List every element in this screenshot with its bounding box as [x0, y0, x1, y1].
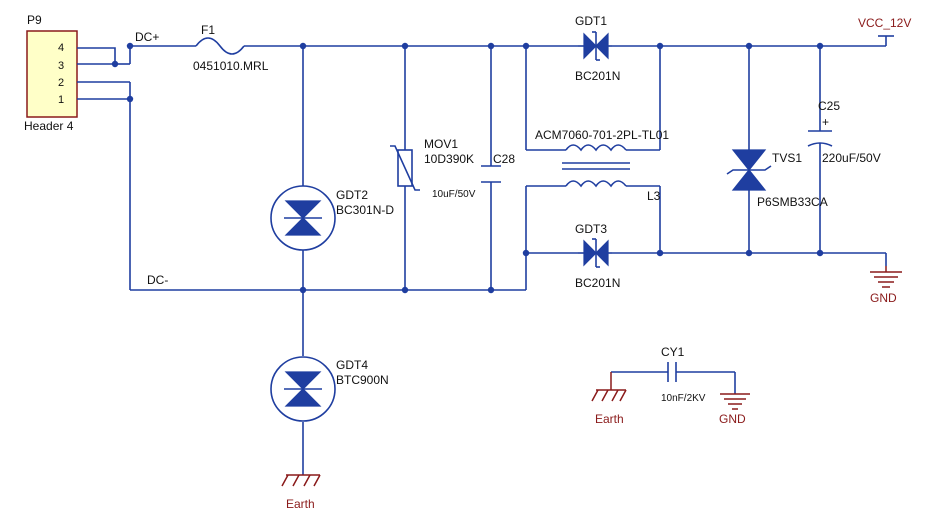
mov1-body [397, 149, 413, 187]
mov1-ref: MOV1 [424, 137, 458, 151]
tvs1-ref: TVS1 [772, 151, 802, 165]
gdt2[interactable]: GDT2 BC301N-D [270, 185, 394, 251]
gnd-symbol-cy1: GND [719, 393, 750, 426]
connector-ref: P9 [27, 13, 42, 27]
gdt2-body [270, 185, 336, 251]
earth-label-bottom: Earth [286, 497, 315, 511]
gdt4-ref: GDT4 [336, 358, 368, 372]
gdt4-value: BTC900N [336, 373, 389, 387]
c28-ref: C28 [493, 152, 515, 166]
wires [77, 35, 894, 475]
choke-winding-bottom [565, 180, 627, 188]
c25-curved-plate [807, 142, 833, 147]
gnd-label-cy1: GND [719, 412, 746, 426]
pin-label-4: 4 [58, 42, 64, 54]
net-label-dc-plus: DC+ [135, 30, 159, 44]
gdt3-ref: GDT3 [575, 222, 607, 236]
choke-winding-top [565, 144, 627, 152]
earth-symbol-bottom: Earth [281, 474, 321, 511]
gdt3-value: BC201N [575, 276, 620, 290]
choke-ref: L3 [647, 189, 661, 203]
junctions [111, 42, 824, 294]
pin-label-3: 3 [58, 60, 64, 72]
net-label-dc-minus: DC- [147, 273, 168, 287]
choke-l3[interactable]: ACM7060-701-2PL-TL01 L3 [535, 128, 669, 203]
c25-ref: C25 [818, 99, 840, 113]
choke-value: ACM7060-701-2PL-TL01 [535, 128, 669, 142]
fuse-ref: F1 [201, 23, 215, 37]
capacitor-cy1[interactable]: CY1 10nF/2KV [611, 345, 736, 404]
gdt3[interactable]: GDT3 BC201N [575, 222, 620, 290]
cy1-value: 10nF/2KV [661, 393, 706, 404]
gdt2-ref: GDT2 [336, 188, 368, 202]
c25-value: 220uF/50V [822, 151, 881, 165]
connector-part: Header 4 [24, 119, 74, 133]
c25-polarity: + [822, 115, 829, 129]
c28-value: 10uF/50V [432, 189, 476, 200]
gdt1-value: BC201N [575, 69, 620, 83]
gdt1-ref: GDT1 [575, 14, 607, 28]
gdt4[interactable]: GDT4 BTC900N [270, 356, 389, 422]
gdt4-body [270, 356, 336, 422]
tvs1[interactable]: TVS1 P6SMB33CA [726, 149, 828, 209]
connector-p9[interactable]: P9 Header 4 4 3 2 1 [24, 13, 78, 133]
earth-label-cy1: Earth [595, 412, 624, 426]
tvs1-value: P6SMB33CA [757, 195, 828, 209]
earth-symbol-cy1: Earth [591, 372, 627, 426]
cy1-ref: CY1 [661, 345, 685, 359]
capacitor-c25[interactable]: + C25 220uF/50V [807, 99, 881, 165]
mov1-value: 10D390K [424, 152, 474, 166]
fuse-f1[interactable]: F1 0451010.MRL [193, 23, 269, 73]
gdt2-value: BC301N-D [336, 203, 394, 217]
connector-body [26, 30, 78, 118]
fuse-value: 0451010.MRL [193, 59, 269, 73]
gnd-symbol-right: GND [870, 266, 902, 305]
fuse-symbol [195, 37, 245, 55]
gdt1[interactable]: GDT1 BC201N [575, 14, 620, 83]
pin-label-1: 1 [58, 94, 64, 106]
pin-label-2: 2 [58, 77, 64, 89]
mov1[interactable]: MOV1 10D390K [390, 137, 474, 191]
capacitor-c28[interactable]: C28 10uF/50V [432, 152, 515, 200]
gnd-label-right: GND [870, 291, 897, 305]
net-label-vcc: VCC_12V [858, 16, 911, 30]
